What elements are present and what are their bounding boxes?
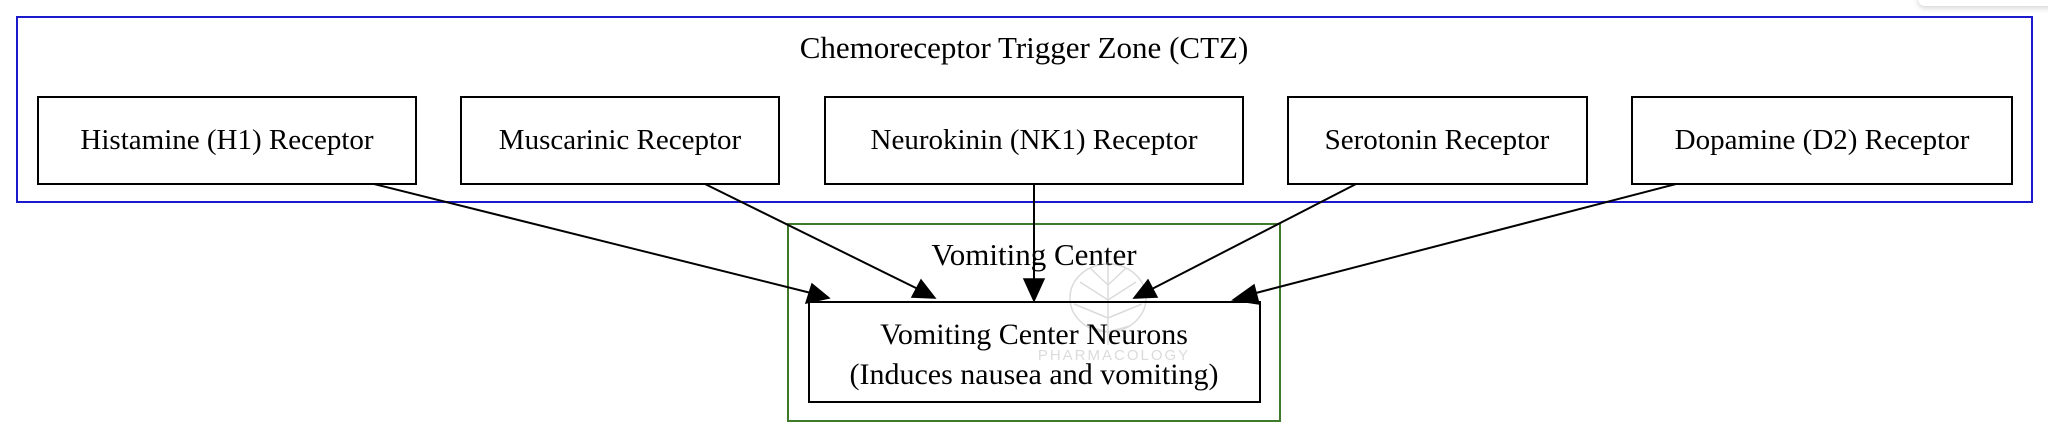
receptor-node-muscarinic: Muscarinic Receptor xyxy=(460,96,780,185)
arrowhead-dopamine xyxy=(1231,283,1261,305)
receptor-label: Histamine (H1) Receptor xyxy=(80,124,373,156)
vomiting-center-neurons-node: Vomiting Center Neurons (Induces nausea … xyxy=(808,301,1261,403)
watermark-text: PHARMACOLOGY xyxy=(1038,347,1190,364)
edge-dopamine-to-neurons xyxy=(1251,183,1677,295)
receptor-node-dopamine: Dopamine (D2) Receptor xyxy=(1631,96,2013,185)
receptor-label: Muscarinic Receptor xyxy=(499,124,742,156)
ctz-cluster-border xyxy=(16,16,2033,203)
receptor-label: Neurokinin (NK1) Receptor xyxy=(871,124,1198,156)
receptor-node-histamine: Histamine (H1) Receptor xyxy=(37,96,417,185)
ctz-cluster-title: Chemoreceptor Trigger Zone (CTZ) xyxy=(800,30,1249,65)
arrowhead-histamine xyxy=(804,282,831,305)
window-edge-shadow xyxy=(1918,0,2048,6)
arrowhead-muscarinic xyxy=(910,278,937,299)
arrowhead-neurokinin xyxy=(1022,278,1046,303)
edge-muscarinic-to-neurons xyxy=(704,183,921,291)
neurons-label-line2: (Induces nausea and vomiting) xyxy=(849,358,1218,391)
receptor-label: Serotonin Receptor xyxy=(1325,124,1550,156)
receptor-node-neurokinin: Neurokinin (NK1) Receptor xyxy=(824,96,1244,185)
edge-serotonin-to-neurons xyxy=(1149,183,1357,291)
arrowhead-serotonin xyxy=(1132,278,1159,299)
edge-histamine-to-neurons xyxy=(373,183,812,294)
receptor-node-serotonin: Serotonin Receptor xyxy=(1287,96,1588,185)
ctz-cluster: Chemoreceptor Trigger Zone (CTZ) Histami… xyxy=(16,16,2033,203)
neurons-label-line1: Vomiting Center Neurons xyxy=(880,318,1188,351)
receptor-label: Dopamine (D2) Receptor xyxy=(1675,124,1970,156)
watermark-logo: PHARMACOLOGY xyxy=(1038,262,1190,364)
edges xyxy=(373,183,1677,305)
